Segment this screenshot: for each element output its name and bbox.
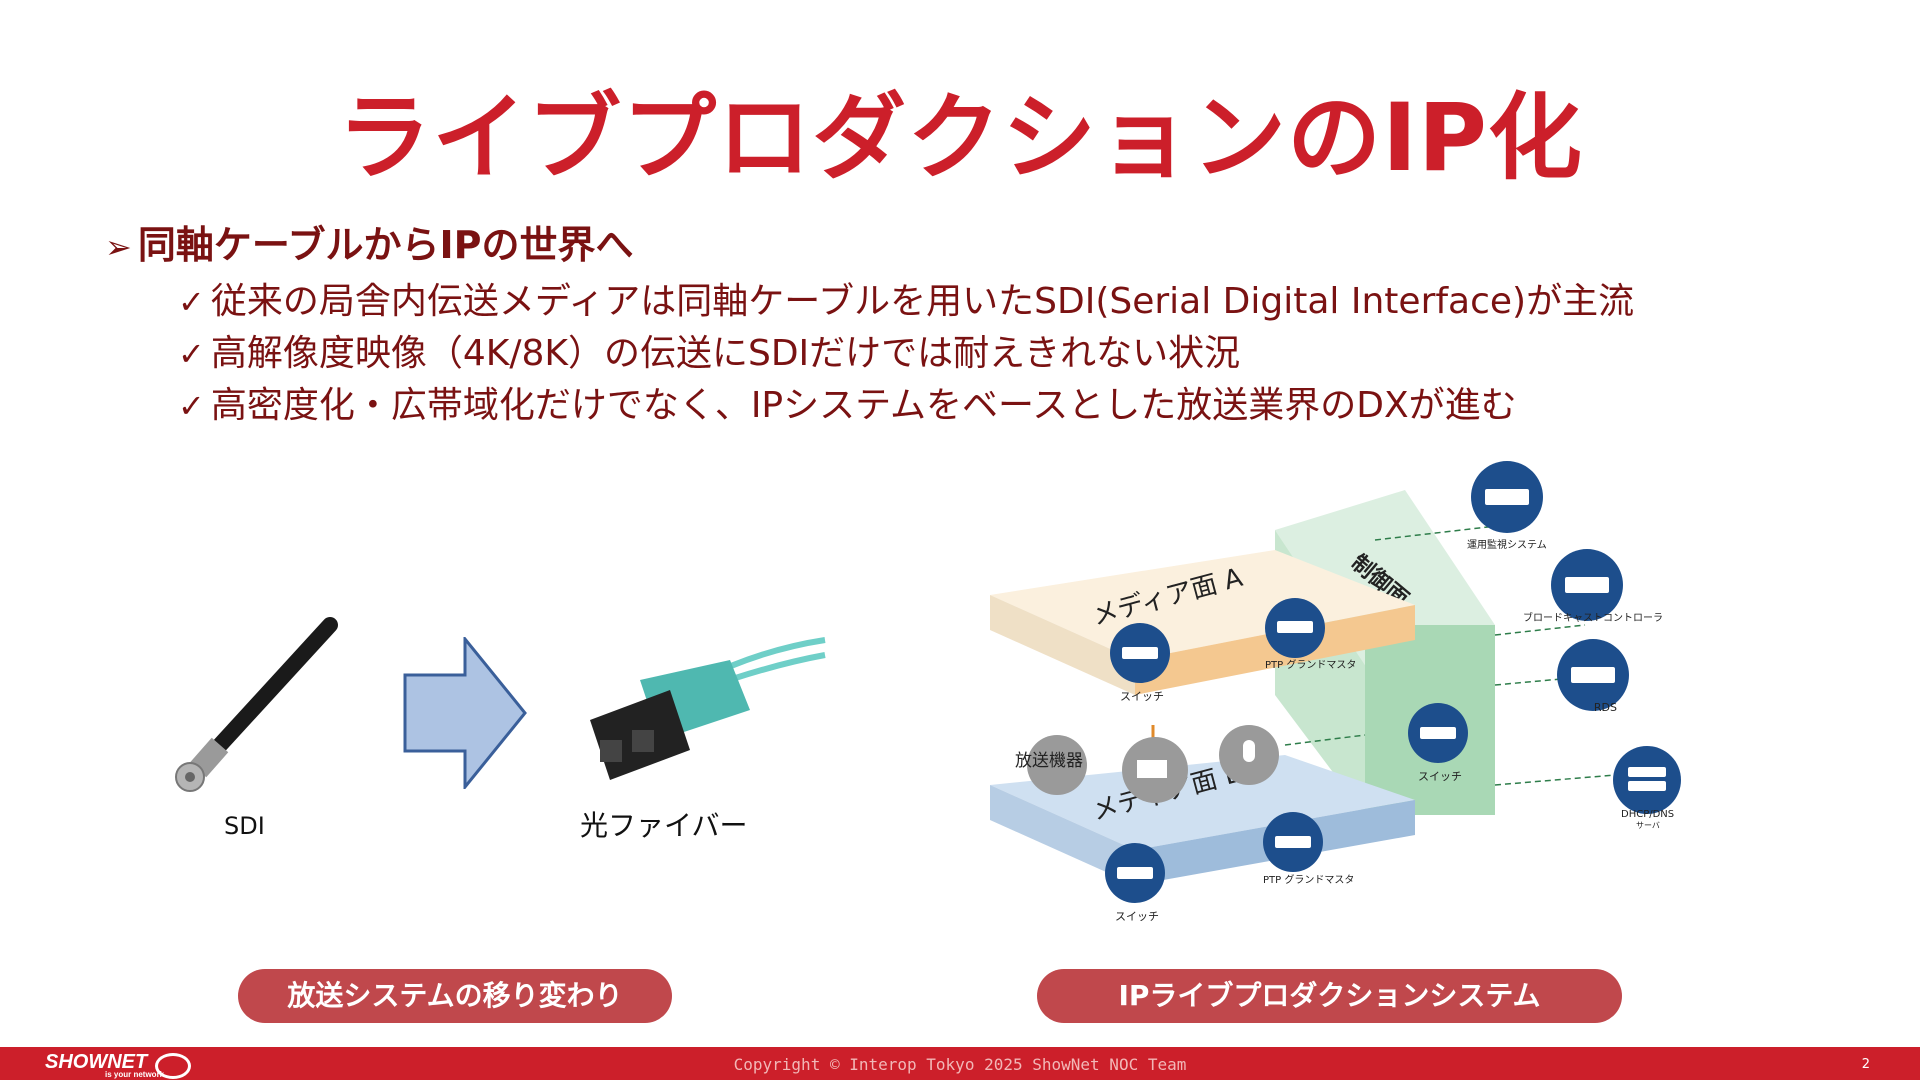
ip-production-diagram: 制御面 メディア面 A メディア面 B 放送機器 スイッチ PTP グランドマス… [990,461,1681,923]
broadcast-controller-icon [1551,549,1623,621]
ops-label: 運用監視システム [1467,538,1547,551]
broadcast-equipment-label: 放送機器 [1015,751,1083,771]
switch-icon [1105,843,1165,903]
switch-icon [1110,623,1170,683]
dhcp-sub-label: サーバ [1636,821,1660,830]
control-switch-icon [1408,703,1468,763]
switch-a-label: スイッチ [1120,690,1164,703]
ptp-b-label: PTP グランドマスタ [1263,873,1354,886]
sub-bullet-text: 高解像度映像（4K/8K）の伝送にSDIだけでは耐えきれない状況 [210,333,1241,374]
sub-bullet-text: 高密度化・広帯域化だけでなく、IPシステムをベースとした放送業界のDXが進む [210,385,1517,426]
control-switch-label: スイッチ [1418,770,1462,783]
ptp-grandmaster-icon [1263,812,1323,872]
sdi-caption: SDI [224,812,265,840]
dhcp-label: DHCP/DNS [1621,809,1674,820]
logo-text: SHOWNET [45,1051,148,1073]
switch-b-label: スイッチ [1115,910,1159,923]
fiber-connector-image [590,637,826,780]
dhcp-dns-server-icon [1613,746,1681,814]
fiber-caption: 光ファイバー [580,809,748,842]
check-icon: ✓ [178,387,205,425]
broadcast-equipment-icon [1027,735,1087,795]
page-number: 2 [1861,1057,1870,1072]
sub-bullet: ✓高密度化・広帯域化だけでなく、IPシステムをベースとした放送業界のDXが進む [178,376,1517,428]
logo-ring-icon [155,1053,191,1079]
bc-label: ブロードキャストコントローラ [1523,611,1663,624]
check-icon: ✓ [178,335,205,373]
ptp-grandmaster-icon [1265,598,1325,658]
sub-bullet-text: 従来の局舎内伝送メディアは同軸ケーブルを用いたSDI(Serial Digita… [210,281,1635,322]
main-bullet-text: 同軸ケーブルからIPの世界へ [137,223,634,267]
arrow-bullet-icon: ➢ [105,228,132,266]
rds-icon [1557,639,1629,711]
check-icon: ✓ [178,283,205,321]
main-bullet: ➢同軸ケーブルからIPの世界へ [105,214,634,269]
logo-tagline: is your network. [105,1070,167,1079]
ptp-a-label: PTP グランドマスタ [1265,658,1356,671]
transition-pill: 放送システムの移り変わり [238,969,672,1023]
sub-bullet: ✓従来の局舎内伝送メディアは同軸ケーブルを用いたSDI(Serial Digit… [178,272,1634,324]
ip-production-pill: IPライブプロダクションシステム [1037,969,1622,1023]
rds-label: RDS [1594,701,1617,714]
copyright: Copyright © Interop Tokyo 2025 ShowNet N… [733,1055,1187,1074]
sdi-cable-image [160,615,340,795]
right-arrow-icon [403,637,527,789]
sub-bullet: ✓高解像度映像（4K/8K）の伝送にSDIだけでは耐えきれない状況 [178,324,1240,376]
page-title: ライブプロダクションのIP化 [337,84,1583,193]
ops-monitoring-icon [1471,461,1543,533]
